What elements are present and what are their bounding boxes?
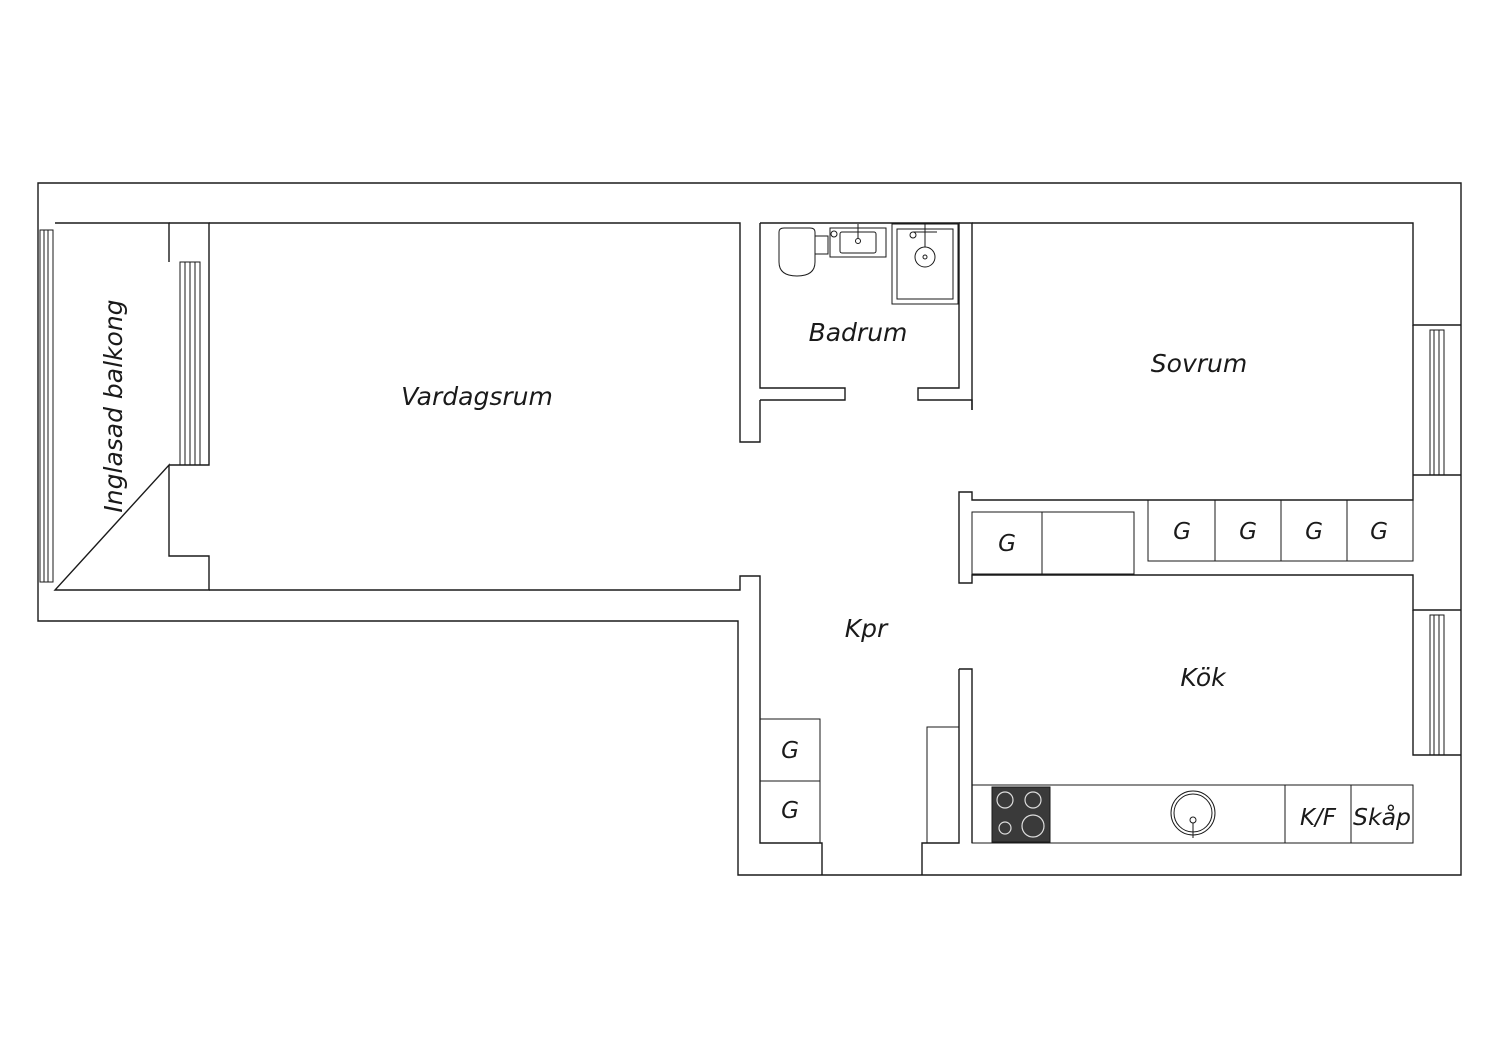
bedroom-wardrobes xyxy=(1147,499,1414,562)
kitchen-sink-icon xyxy=(1170,790,1216,838)
hall-wardrobes-left xyxy=(759,718,821,844)
room-label-living: Vardagsrum xyxy=(401,382,553,411)
cupboard-label: Skåp xyxy=(1353,803,1411,831)
wardrobe-label: G xyxy=(781,738,799,764)
wardrobe-label: G xyxy=(781,798,799,824)
wardrobe-label: G xyxy=(1173,519,1191,545)
kitchen-window xyxy=(1429,614,1445,756)
balcony-room xyxy=(53,222,210,591)
balcony-window xyxy=(39,229,54,583)
outer-walls xyxy=(37,182,1462,876)
wardrobe-label: G xyxy=(1370,519,1388,545)
sink-icon xyxy=(829,224,887,258)
living-room-walls xyxy=(209,222,823,875)
room-label-hall: Kpr xyxy=(845,614,889,643)
bedroom-walls xyxy=(958,222,1461,611)
room-label-kitchen: Kök xyxy=(1180,663,1227,692)
hall-wardrobes-top xyxy=(971,511,1135,575)
stove-icon xyxy=(991,786,1051,843)
fridge-freezer-label: K/F xyxy=(1300,805,1337,831)
room-label-bathroom: Badrum xyxy=(809,318,908,347)
shower-icon xyxy=(891,223,959,305)
wardrobe-label: G xyxy=(1239,519,1257,545)
room-label-bedroom: Sovrum xyxy=(1151,349,1247,378)
wardrobe-label: G xyxy=(998,531,1016,557)
room-label-balcony: Inglasad balkong xyxy=(99,299,128,512)
kitchen-counter xyxy=(971,784,1414,844)
bedroom-window xyxy=(1412,325,1445,476)
toilet-icon xyxy=(778,227,829,277)
bathroom-walls xyxy=(759,222,973,410)
wardrobe-label: G xyxy=(1305,519,1323,545)
